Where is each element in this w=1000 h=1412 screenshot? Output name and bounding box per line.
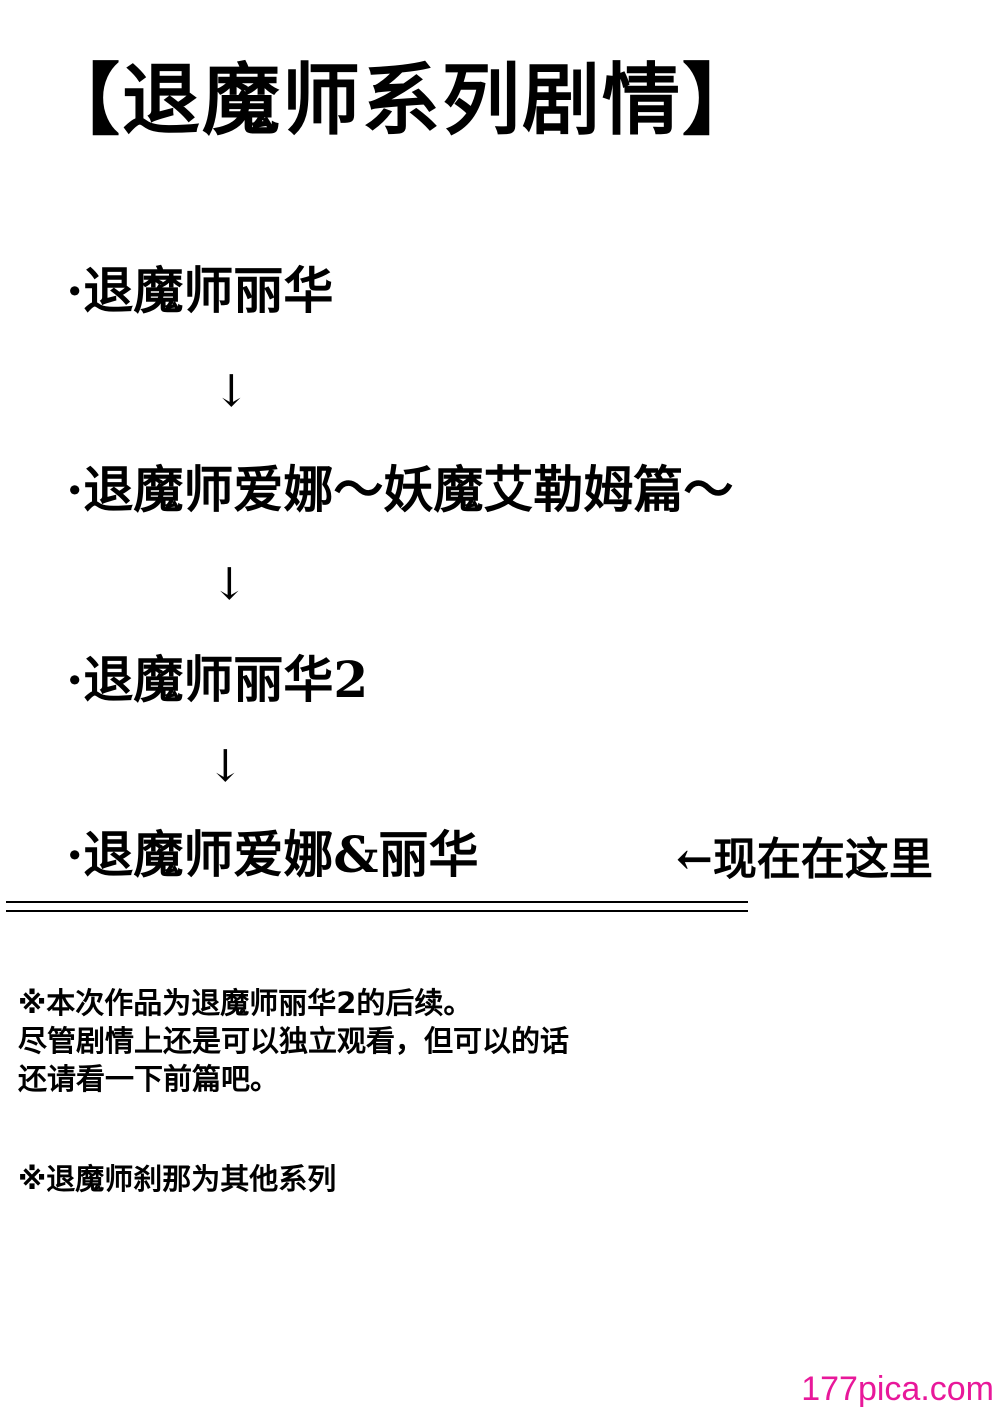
page-title: 【退魔师系列剧情】: [42, 55, 763, 146]
divider-line-top: [6, 901, 748, 903]
series-entry-2: ·退魔师爱娜～妖魔艾勒姆篇～: [66, 460, 734, 519]
note-1-line-1: ※本次作品为退魔师丽华2的后续。: [18, 986, 473, 1020]
series-entry-4: ·退魔师爱娜&丽华: [66, 825, 479, 884]
note-2: ※退魔师刹那为其他系列: [18, 1162, 337, 1196]
current-position-marker: ←现在在这里: [676, 834, 933, 885]
note-1-line-3: 还请看一下前篇吧。: [18, 1062, 280, 1096]
series-entry-3: ·退魔师丽华2: [66, 650, 369, 709]
watermark: 177pica.com: [801, 1370, 994, 1408]
divider-line-bottom: [6, 910, 748, 912]
down-arrow-icon: ↓: [213, 366, 250, 417]
series-entry-1: ·退魔师丽华: [66, 261, 334, 320]
note-1-line-2: 尽管剧情上还是可以独立观看，但可以的话: [18, 1024, 570, 1058]
note-1: ※本次作品为退魔师丽华2的后续。 尽管剧情上还是可以独立观看，但可以的话 还请看…: [18, 984, 569, 1098]
down-arrow-icon: ↓: [211, 559, 248, 610]
down-arrow-icon: ↓: [207, 741, 244, 792]
